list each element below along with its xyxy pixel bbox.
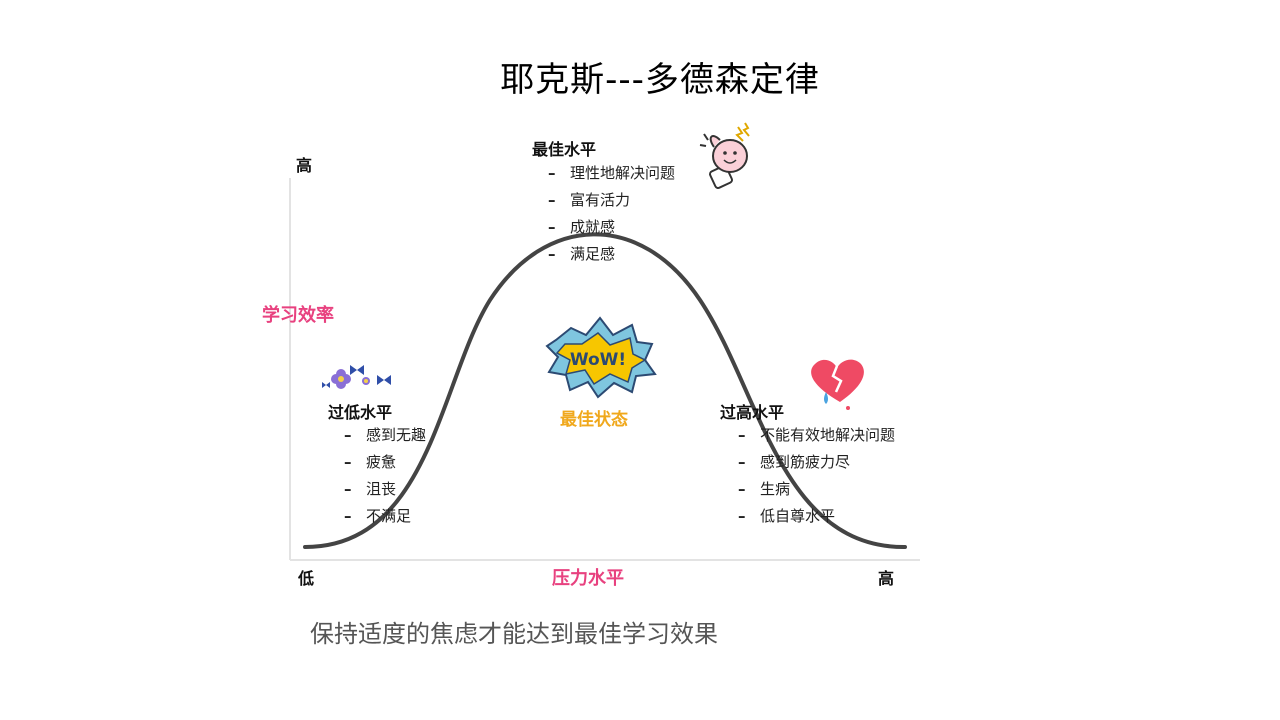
list-item: 成就感 (548, 214, 675, 241)
list-item: 沮丧 (344, 476, 426, 503)
list-item: 富有活力 (548, 187, 675, 214)
wow-text: WoW! (570, 350, 626, 370)
optimal-zone-list: 理性地解决问题 富有活力 成就感 满足感 (548, 160, 675, 268)
y-axis-label: 学习效率 (262, 305, 334, 326)
x-axis-low-label: 低 (298, 569, 315, 588)
optimal-state-label: 最佳状态 (560, 410, 628, 430)
list-item: 满足感 (548, 241, 675, 268)
high-zone-title: 过高水平 (720, 403, 785, 422)
low-zone-title: 过低水平 (328, 403, 393, 422)
list-item: 理性地解决问题 (548, 160, 675, 187)
y-axis-high-label: 高 (296, 156, 313, 175)
list-item: 感到筋疲力尽 (738, 449, 895, 476)
x-axis-high-label: 高 (878, 569, 895, 588)
optimal-zone-title: 最佳水平 (532, 140, 597, 159)
list-item: 感到无趣 (344, 422, 426, 449)
wow-burst-icon: WoW! (545, 316, 657, 399)
broken-heart-icon (811, 359, 864, 410)
list-item: 疲惫 (344, 449, 426, 476)
list-item: 不满足 (344, 503, 426, 530)
low-zone-list: 感到无趣 疲惫 沮丧 不满足 (344, 422, 426, 530)
high-zone-list: 不能有效地解决问题 感到筋疲力尽 生病 低自尊水平 (738, 422, 895, 530)
x-axis-label: 压力水平 (552, 568, 624, 589)
page-title: 耶克斯---多德森定律 (500, 60, 820, 100)
caption: 保持适度的焦虑才能达到最佳学习效果 (310, 620, 718, 648)
list-item: 不能有效地解决问题 (738, 422, 895, 449)
list-item: 生病 (738, 476, 895, 503)
list-item: 低自尊水平 (738, 503, 895, 530)
flowers-butterflies-icon (322, 365, 391, 389)
thumbs-up-icon (699, 122, 750, 189)
